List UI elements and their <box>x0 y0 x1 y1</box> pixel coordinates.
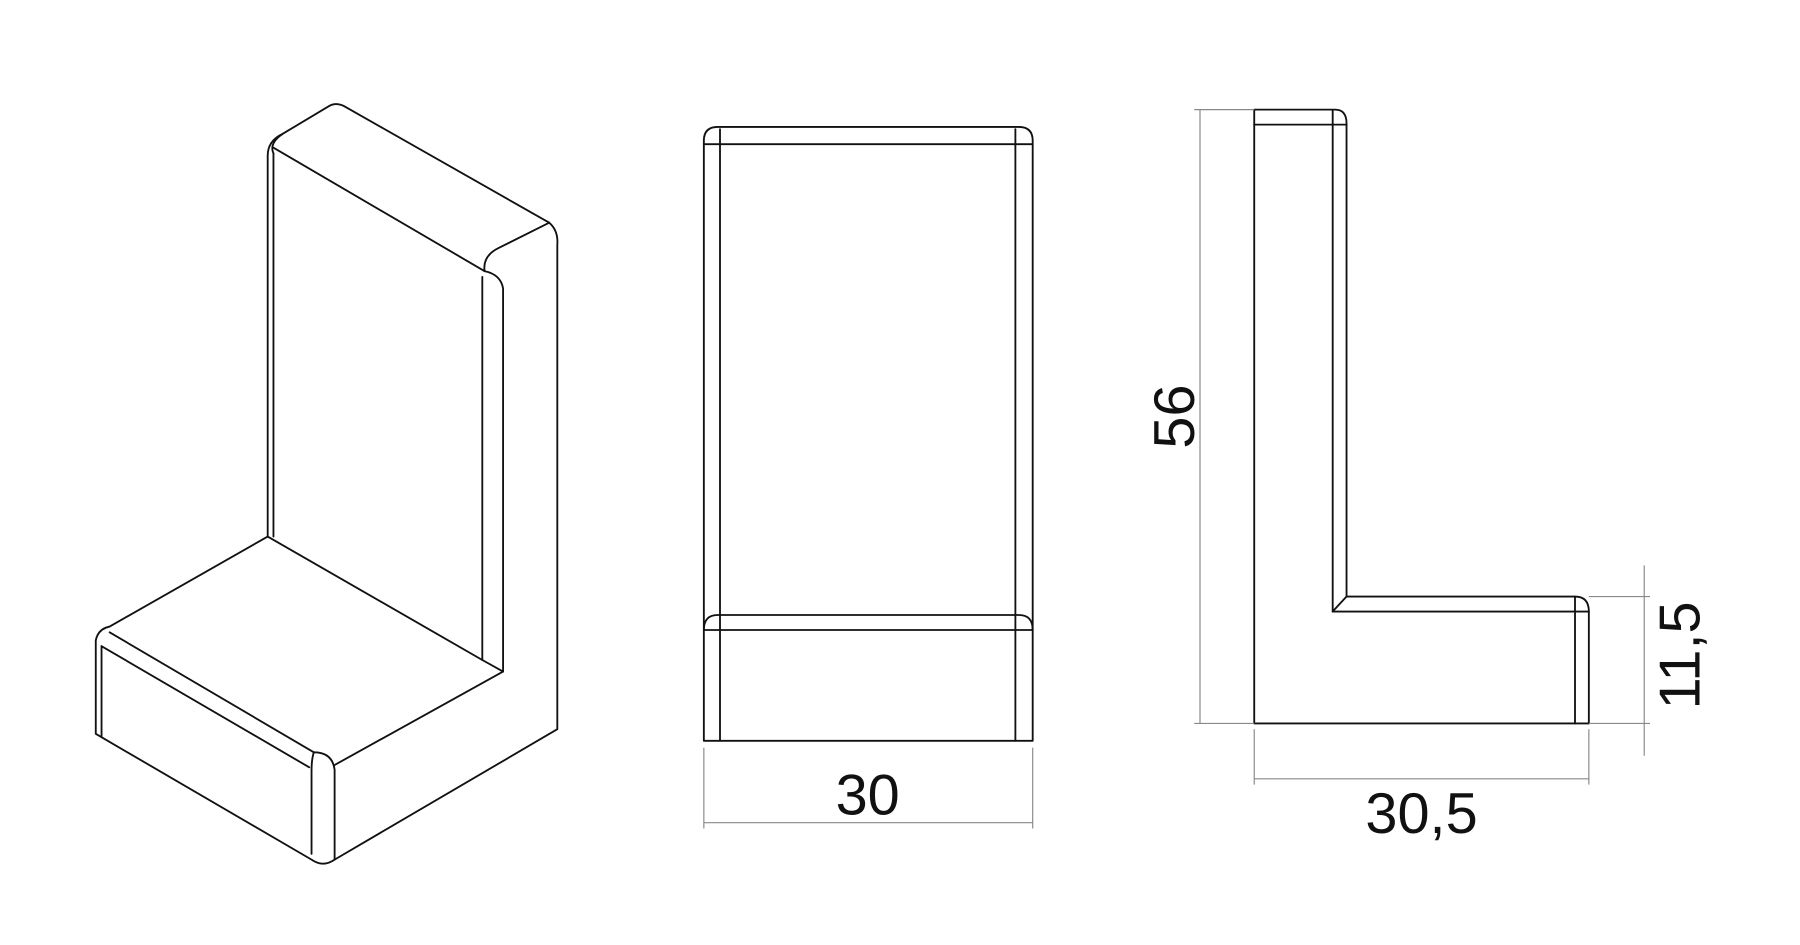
dimension-foot-height: 11,5 <box>1588 565 1713 756</box>
dimension-label-11-5: 11,5 <box>1649 601 1713 709</box>
dimension-side-width: 30,5 <box>1253 729 1590 846</box>
isometric-view <box>94 103 559 865</box>
dimension-label-56: 56 <box>1143 384 1207 448</box>
dimension-height: 56 <box>1143 109 1255 725</box>
front-view <box>702 125 1034 742</box>
dimension-front-width: 30 <box>703 747 1034 829</box>
side-view <box>1253 108 1590 725</box>
dimension-label-30: 30 <box>836 764 900 828</box>
dimension-label-30-5: 30,5 <box>1365 782 1477 846</box>
